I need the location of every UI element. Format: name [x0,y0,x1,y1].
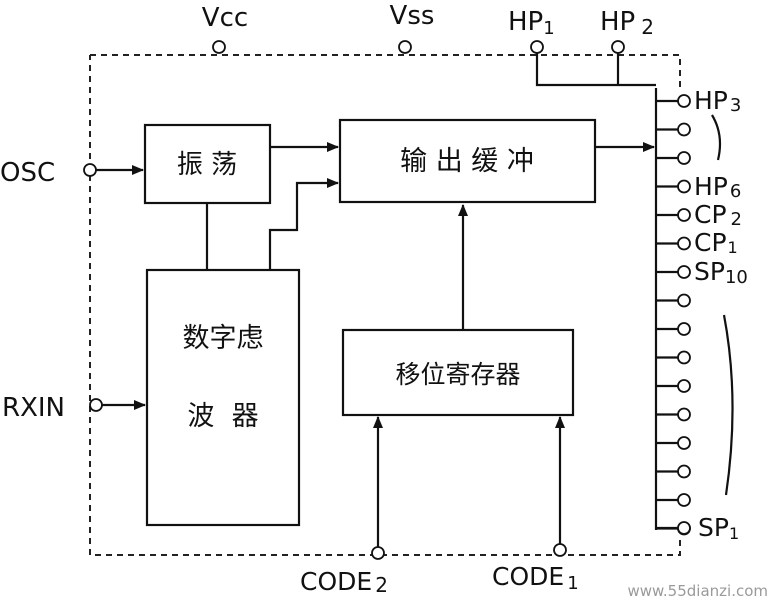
hp1-pin [530,40,544,54]
digital-filter-label-1: 数字虑 [183,323,264,354]
sp-range-brace [722,314,734,496]
digital-filter-label-2: 波 器 [187,401,258,432]
rxin-label: RXIN [2,393,65,423]
output-pin [677,208,691,222]
code2-pin [371,546,385,560]
sp10-label: SP10 [694,257,748,288]
vss-pin [398,40,412,54]
rxin-pin [89,398,103,412]
watermark: www.55dianzi.com [627,582,768,600]
output-pin [677,179,691,194]
sp1-label: SP1 [698,513,739,543]
vcc-label: Vcc [202,3,248,33]
output-pin [677,94,691,108]
output-pin [677,350,691,365]
chip-outline [89,54,681,556]
cp1-label: CP1 [694,228,738,257]
hp2-pin [611,40,625,54]
oscillator-label: 振 荡 [177,150,237,180]
output-pin [677,265,691,279]
output-pin [677,122,691,137]
right-pin-group [656,94,691,536]
hp1-label: HP1 [508,7,555,39]
vcc-pin [212,40,226,54]
output-pin [677,322,691,336]
output-pin [677,407,691,422]
shift-register-block [341,328,575,417]
output-pin [677,293,691,308]
vss-label: Vss [390,1,435,31]
output-pin [677,151,691,165]
shift-register-label: 移位寄存器 [395,360,520,389]
output-pin [677,493,691,507]
output-pin [677,436,691,450]
hp-range-brace [711,114,722,161]
hp1-wire [535,47,656,87]
output-pin [677,464,691,479]
output-pin [677,521,691,535]
output-buffer-label: 输 出 缓 冲 [400,146,534,177]
code1-pin [553,543,567,557]
output-pin [677,379,691,393]
osc-pin [83,163,97,177]
oscillator-block [143,123,272,205]
osc-label: OSC [0,158,55,188]
output-buffer-block [338,118,597,204]
digital-filter-block [145,268,301,527]
filter-to-buffer-arrow [268,178,339,270]
output-pin [677,236,691,251]
